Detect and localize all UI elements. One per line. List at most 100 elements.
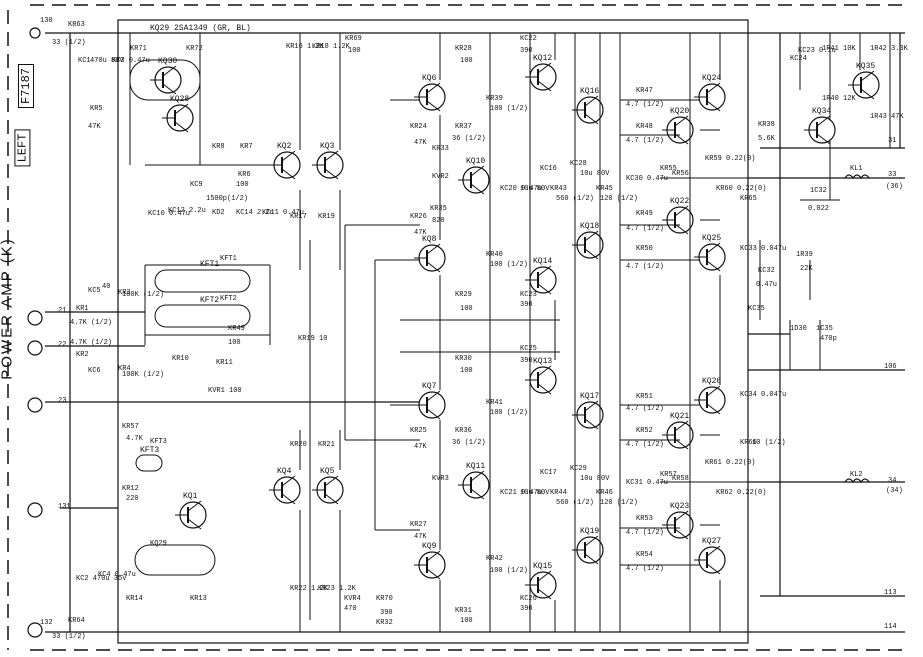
transistor-label: KQ9 [422, 542, 437, 551]
component-label: KR7 [240, 143, 253, 151]
component-label: KR31 [455, 607, 472, 615]
transistor-kq17: KQ17 [572, 392, 604, 430]
transistor-kq13: KQ13 [525, 357, 557, 395]
component-label: KR56 [672, 170, 689, 178]
left-pin-label: 23 [58, 397, 66, 405]
component-label: 100 [460, 367, 473, 375]
component-label: KC17 [540, 469, 557, 477]
component-label: KR65 [740, 195, 757, 203]
component-label: 22K [800, 265, 813, 273]
component-label: KFT3 [150, 438, 167, 446]
transistor-kq10: KQ10 [458, 157, 490, 195]
component-label: 100 [236, 181, 249, 189]
component-label: KR46 [596, 489, 613, 497]
component-label: KR38 [758, 121, 775, 129]
component-label: 470 [344, 605, 357, 613]
component-label: KR10 [172, 355, 189, 363]
component-label: KC2 470u 35V [76, 575, 127, 583]
component-label: 4.7 (1/2) [626, 263, 664, 271]
transistor-kq24: KQ24 [694, 74, 726, 112]
component-label: 47K [414, 533, 427, 541]
transistor-kq12: KQ12 [525, 54, 557, 92]
output-inductors [844, 174, 870, 484]
transistor-kq30: KQ30 [150, 57, 182, 95]
transistor-kq20: KQ20 [662, 107, 694, 145]
component-label: KR3 [118, 289, 131, 297]
component-label: KFT1 [220, 255, 237, 263]
component-label: KC4 0.47u [98, 571, 136, 579]
component-label: 4.7 (1/2) [626, 529, 664, 537]
right-pin-label: 114 [884, 623, 897, 631]
component-label: KC33 0.047u [740, 245, 786, 253]
component-label: KR30 [455, 355, 472, 363]
component-label: 47K [414, 139, 427, 147]
component-label: 5.6K [758, 135, 776, 143]
component-label: KR8 [212, 143, 225, 151]
component-label: 4.7 (1/2) [626, 565, 664, 573]
component-label: KVR3 [432, 475, 449, 483]
transistor-label: KQ2 [277, 142, 292, 151]
component-label: KR66 [740, 439, 757, 447]
component-label: 10u 80V [520, 489, 550, 497]
component-label: 820 [432, 217, 445, 225]
component-label: KC3 0.47u [112, 57, 150, 65]
component-label: KR14 [126, 595, 143, 603]
transistor-label: KQ14 [533, 257, 552, 266]
component-label: KC5 [88, 287, 101, 295]
component-label: 390 [380, 609, 393, 617]
component-label: 100 [460, 57, 473, 65]
component-label: KR27 [410, 521, 427, 529]
left-connectors [27, 27, 43, 638]
transistor-label: KQ27 [702, 537, 721, 546]
component-label: KR4 [118, 365, 131, 373]
component-label: KC26 [520, 595, 537, 603]
component-label: 36 (1/2) [452, 439, 486, 447]
component-label: KR1 [76, 305, 89, 313]
component-label: 100 (1/2) [490, 409, 528, 417]
transistor-label: KQ12 [533, 54, 552, 63]
component-label: 560 (1/2) [556, 499, 594, 507]
component-label: 1R41 10K [822, 45, 856, 53]
component-label: 0.022 [808, 205, 829, 213]
component-label: KR50 [636, 245, 653, 253]
transistor-kq7: KQ7 [414, 382, 446, 420]
component-label: 100 (1/2) [490, 567, 528, 575]
component-label: KR35 [430, 205, 447, 213]
amp-title: POWER AMP (K) [0, 237, 16, 380]
component-label: KL1 [850, 165, 863, 173]
component-label: KC23 0.1u [798, 47, 836, 55]
component-label: 4.7 (1/2) [626, 101, 664, 109]
component-label: KC28 [570, 160, 587, 168]
component-label: 1500p(1/2) [206, 195, 248, 203]
transistor-label: KQ13 [533, 357, 552, 366]
transistor-label: KQ26 [702, 377, 721, 386]
component-label: KR42 [486, 555, 503, 563]
kq29-top-label: KQ29 [150, 24, 169, 33]
component-label: 100 (1/2) [490, 261, 528, 269]
transistor-kq28: KQ28 [162, 95, 194, 133]
component-label: 120 (1/2) [600, 499, 638, 507]
component-label: KR19 10 [298, 335, 327, 343]
component-label: KVR1 100 [208, 387, 242, 395]
component-label: KR58 [672, 475, 689, 483]
component-label: KR41 [486, 399, 503, 407]
component-label: 100 [460, 617, 473, 625]
transistor-label: KQ5 [320, 467, 335, 476]
component-label: KR48 [636, 123, 653, 131]
component-label: 47K [414, 443, 427, 451]
component-label: KR53 [636, 515, 653, 523]
transistor-label: KQ34 [812, 107, 831, 116]
component-label: 10 (1/2) [752, 439, 786, 447]
component-label: KVR4 [344, 595, 361, 603]
power-rails [45, 32, 905, 633]
component-label: KR49 [228, 325, 245, 333]
component-label: KR45 [596, 185, 613, 193]
right-pin-label: (36) [886, 183, 903, 191]
transistor-kq1: KQ1 [175, 492, 207, 530]
component-label: 390 [520, 357, 533, 365]
component-label: KR55 [660, 165, 677, 173]
left-pin-label: 22 [58, 341, 66, 349]
transistor-label: KQ10 [466, 157, 485, 166]
component-label: 4.7K (1/2) [70, 319, 112, 327]
component-label: KC16 [540, 165, 557, 173]
